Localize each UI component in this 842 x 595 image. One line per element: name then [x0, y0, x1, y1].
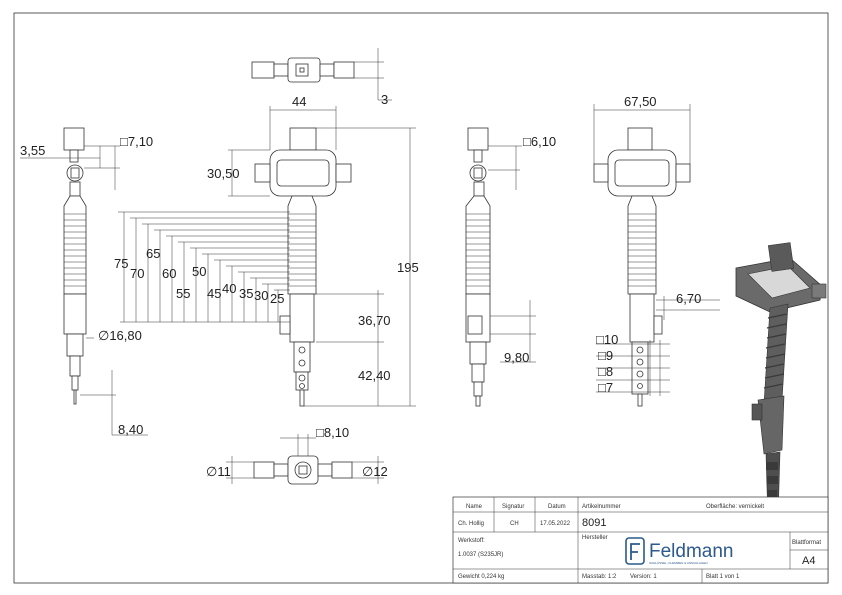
dim-right-width: 67,50	[624, 94, 657, 109]
bottom-view-dim-lines	[226, 434, 384, 484]
dim-lower-a: 36,70	[358, 313, 391, 328]
tb-blatt: Blatt 1 von 1	[706, 574, 740, 580]
left-side-view	[63, 127, 87, 405]
dim-mid-b: 9,80	[504, 350, 529, 365]
left-side-dim-lines	[20, 145, 148, 436]
dim-total-height: 195	[397, 260, 419, 275]
tb-werkstoff-value: 1.0037 (S235JR)	[458, 552, 503, 558]
dim-lower-b: 42,40	[358, 368, 391, 383]
middle-side-view	[465, 127, 491, 407]
dim-square: □10	[596, 332, 618, 347]
step-dimensions: 75 70 65 60 55 50 45 40 35 30 25	[114, 246, 284, 306]
dim-square: □8	[598, 364, 613, 379]
dim-left-bottom: 8,40	[118, 422, 143, 437]
right-front-dim-lines	[593, 104, 720, 396]
tb-gewicht: Gewicht 0,224 kg	[458, 574, 504, 580]
tb-blattformat-label: Blattformat	[792, 540, 821, 546]
right-front-view	[593, 127, 691, 407]
tb-name-label: Name	[466, 504, 483, 510]
dim-square: □9	[598, 348, 613, 363]
dim-step: 45	[207, 286, 221, 301]
tb-artikel-label: Artikelnummer	[582, 504, 621, 510]
front-view-dim-lines	[118, 106, 416, 407]
tb-blattformat-value: A4	[802, 555, 815, 567]
dim-step: 65	[146, 246, 160, 261]
dim-step: 55	[176, 286, 190, 301]
dim-top-view: 3	[381, 92, 388, 107]
dim-step: 35	[239, 286, 253, 301]
dim-step: 25	[270, 291, 284, 306]
title-block	[452, 496, 829, 584]
dim-step: 50	[192, 264, 206, 279]
dim-right-c: 6,70	[676, 291, 701, 306]
tb-werkstoff-label: Werkstoff:	[458, 538, 485, 544]
bottom-view	[253, 455, 353, 485]
dim-left-sq: □7,10	[120, 134, 153, 149]
dim-step: 40	[222, 281, 236, 296]
dim-step: 75	[114, 256, 128, 271]
dim-left-dia: ∅16,80	[98, 328, 142, 343]
tb-brand-tagline: SCHLÜSSEL, KLEMMEN & ANSCHLAGEN	[649, 561, 708, 565]
dim-step: 30	[254, 288, 268, 303]
tb-massstab: Masstab: 1:2	[582, 574, 617, 580]
dim-bottom-dia-left: ∅11	[206, 464, 231, 479]
dim-front-handle: 30,50	[207, 166, 240, 181]
tb-artikel-value: 8091	[582, 517, 606, 529]
feldmann-logo-icon	[625, 537, 645, 565]
dim-step: 60	[162, 266, 176, 281]
tb-signatur-value: CH	[510, 521, 519, 527]
dim-left-a: 3,55	[20, 143, 45, 158]
tb-version: Version: 1	[630, 574, 657, 580]
key-3d-render	[735, 242, 827, 523]
tb-oberflaeche: Oberfläche: vernickelt	[706, 504, 764, 510]
tb-brand: Feldmann	[649, 541, 734, 562]
top-view	[251, 48, 392, 101]
tb-datum-label: Datum	[548, 504, 566, 510]
tb-datum-value: 17.05.2022	[540, 521, 571, 527]
dim-step: 70	[130, 266, 144, 281]
dim-square: □7	[598, 380, 613, 395]
tb-signatur-label: Signatur	[502, 504, 524, 510]
feldmann-logo: Feldmann SCHLÜSSEL, KLEMMEN & ANSCHLAGEN	[625, 537, 734, 565]
tb-name-value: Ch. Hollig	[458, 521, 484, 527]
dim-bottom-dia-right: ∅12	[362, 464, 388, 479]
dim-bottom-sq: □8,10	[316, 425, 349, 440]
dim-mid-sq: □6,10	[523, 134, 556, 149]
tb-hersteller-label: Hersteller	[582, 535, 608, 541]
front-view	[254, 127, 352, 407]
middle-side-dim-lines	[488, 145, 536, 363]
dim-front-width: 44	[292, 94, 306, 109]
sheet-border	[13, 12, 829, 584]
